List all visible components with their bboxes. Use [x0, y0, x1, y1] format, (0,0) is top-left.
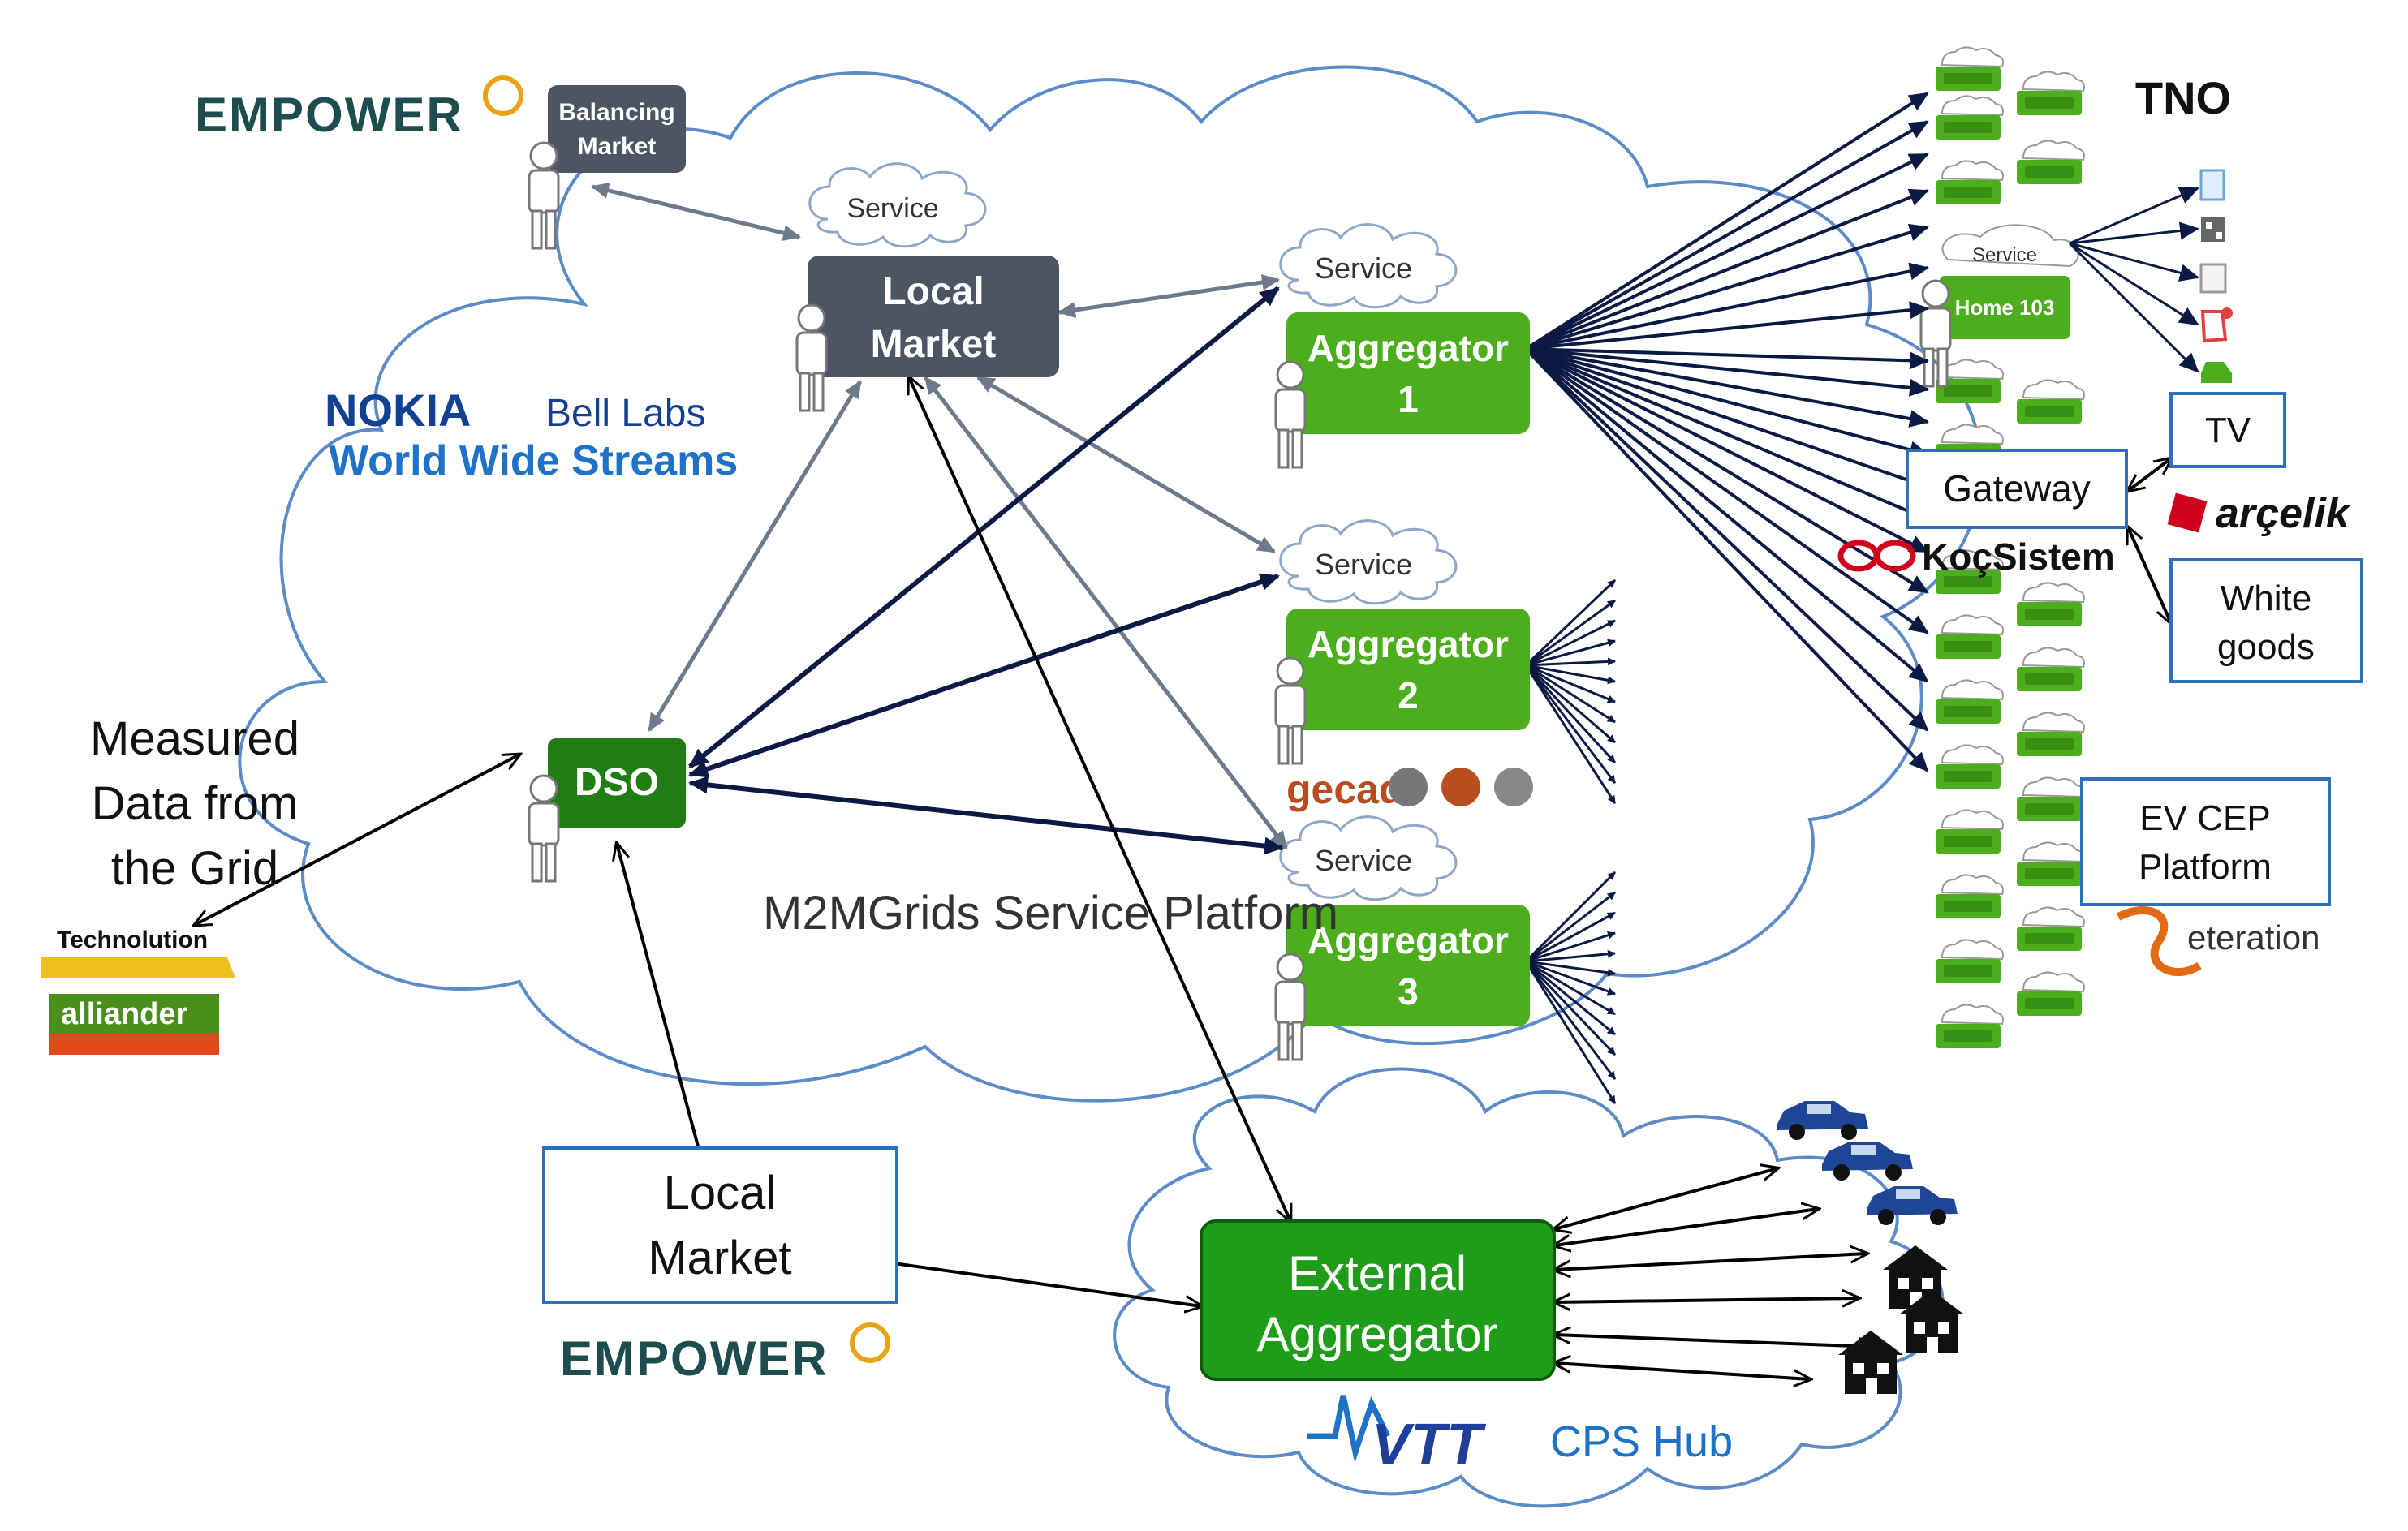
- svg-text:Market: Market: [578, 133, 657, 160]
- external-aggregator-node: External Aggregator: [1200, 1219, 1556, 1381]
- svg-text:World Wide Streams: World Wide Streams: [329, 437, 738, 484]
- svg-text:the Grid: the Grid: [111, 842, 278, 895]
- svg-text:Technolution: Technolution: [57, 927, 208, 953]
- svg-text:Local: Local: [882, 270, 984, 313]
- svg-text:Aggregator: Aggregator: [1257, 1307, 1498, 1361]
- alliander-logo: alliander: [49, 994, 219, 1055]
- svg-text:Measured: Measured: [90, 712, 299, 765]
- svg-text:Market: Market: [871, 323, 997, 366]
- arcelik-logo: arçelik: [2167, 490, 2352, 537]
- thin-black-arrows: [195, 377, 2171, 1379]
- tv-node: TV: [2169, 392, 2286, 468]
- svg-text:VTT: VTT: [1372, 1413, 1487, 1477]
- white-goods-node: White goods: [2169, 558, 2363, 683]
- svg-text:Aggregator: Aggregator: [1307, 327, 1509, 369]
- service-cloud-aggregator-3: Service: [1279, 815, 1458, 901]
- main-platform-cloud: [238, 65, 1984, 1103]
- svg-text:Service: Service: [1315, 844, 1412, 877]
- local-market-bottom-node: Local Market: [542, 1146, 898, 1304]
- aggregator-1-node: Aggregator 1: [1286, 312, 1530, 434]
- svg-text:Gateway: Gateway: [1943, 467, 2091, 510]
- svg-text:EMPOWER: EMPOWER: [195, 88, 463, 142]
- kocsistem-logo: KoçSistem: [1837, 535, 2115, 578]
- svg-text:1: 1: [1398, 378, 1419, 420]
- aggregator-3-fanout-arrows: [1524, 871, 1617, 1104]
- eteration-logo: eteration: [2116, 905, 2320, 977]
- svg-text:NOKIA: NOKIA: [325, 385, 471, 436]
- nokia-bell-labs-logo: NOKIA Bell Labs World Wide Streams: [325, 385, 738, 484]
- svg-text:2: 2: [1398, 674, 1419, 716]
- service-cloud-aggregator-2: Service: [1279, 519, 1458, 605]
- svg-text:alliander: alliander: [61, 997, 187, 1031]
- svg-text:Bell Labs: Bell Labs: [545, 392, 705, 435]
- gateway-node: Gateway: [1906, 449, 2128, 529]
- aggregator-3-node: Aggregator 3: [1286, 905, 1530, 1026]
- svg-text:TNO: TNO: [2135, 72, 2231, 123]
- svg-text:Service: Service: [1315, 548, 1412, 581]
- svg-text:eteration: eteration: [2187, 918, 2320, 957]
- svg-text:Data from: Data from: [92, 777, 299, 830]
- service-cloud-aggregator-1: Service: [1279, 223, 1458, 309]
- balancing-market-node: Balancing Market: [548, 85, 686, 173]
- local-market-node: Local Market: [808, 256, 1059, 377]
- svg-text:Balancing: Balancing: [558, 99, 674, 126]
- svg-text:Aggregator: Aggregator: [1307, 919, 1509, 961]
- svg-text:DSO: DSO: [575, 761, 659, 804]
- tno-logo: TNO: [2102, 45, 2264, 150]
- svg-text:Market: Market: [648, 1232, 791, 1284]
- svg-text:EV CEP: EV CEP: [2139, 798, 2270, 838]
- empower-logo-bottom: EMPOWER: [560, 1322, 890, 1386]
- home-103: Service Home 103: [1919, 224, 2079, 388]
- dso-node: DSO: [548, 738, 686, 828]
- ev-cep-platform-node: EV CEP Platform: [2080, 777, 2331, 906]
- svg-text:goods: goods: [2217, 627, 2315, 667]
- svg-text:EMPOWER: EMPOWER: [560, 1331, 829, 1386]
- svg-text:Service: Service: [1972, 244, 2037, 266]
- svg-text:White: White: [2221, 578, 2311, 618]
- platform-label: M2MGrids Service Platform: [763, 887, 1338, 940]
- cps-hub-label: CPS Hub: [1550, 1417, 1733, 1466]
- service-cloud-local-market: Service: [808, 162, 987, 248]
- svg-text:TV: TV: [2205, 411, 2251, 450]
- vtt-logo: VTT: [1307, 1395, 1487, 1477]
- svg-text:gecad: gecad: [1286, 767, 1404, 812]
- svg-text:Aggregator: Aggregator: [1307, 623, 1509, 665]
- svg-text:KoçSistem: KoçSistem: [1922, 535, 2115, 578]
- svg-text:Home 103: Home 103: [1955, 295, 2055, 320]
- aggregator-3-actor-icon: [1274, 953, 1307, 1061]
- svg-text:External: External: [1288, 1246, 1467, 1301]
- svg-text:Service: Service: [846, 193, 938, 224]
- empower-logo-top: EMPOWER: [195, 75, 523, 142]
- svg-text:Service: Service: [1315, 252, 1412, 285]
- svg-text:arçelik: arçelik: [2216, 490, 2352, 537]
- balancing-market-actor-icon: [528, 141, 560, 250]
- home-103-appliance-arrows: [2068, 187, 2199, 373]
- aggregator-2-node: Aggregator 2: [1286, 609, 1530, 730]
- svg-text:Platform: Platform: [2139, 847, 2272, 887]
- svg-text:Local: Local: [664, 1167, 777, 1219]
- technolution-logo: Technolution: [41, 927, 235, 978]
- gecad-logo: gecad: [1286, 767, 1533, 812]
- appliance-icons: [2199, 169, 2233, 383]
- svg-text:3: 3: [1398, 970, 1419, 1013]
- aggregator-2-fanout-arrows: [1524, 578, 1617, 804]
- aggregator-1-fanout-arrows: [1524, 92, 1929, 772]
- measured-data-label: Measured Data from the Grid: [90, 712, 299, 895]
